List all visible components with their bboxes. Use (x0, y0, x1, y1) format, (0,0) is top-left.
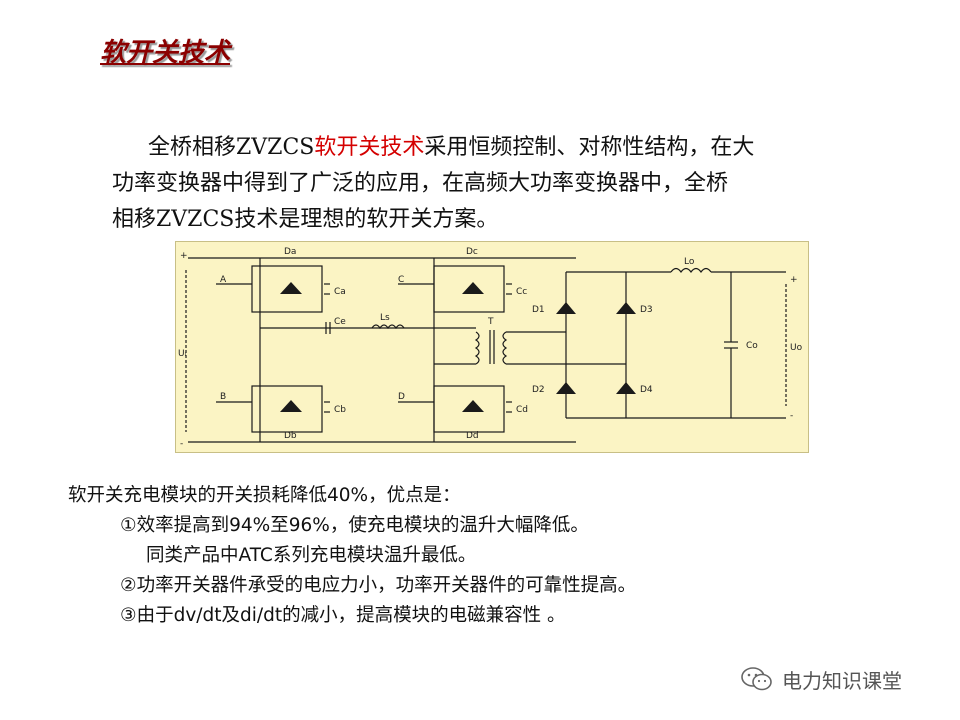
wechat-icon (741, 667, 772, 691)
uo-label: Uo (790, 343, 803, 353)
co-label: Co (746, 341, 758, 351)
diode-d2-icon (556, 382, 576, 394)
switch-d-box (433, 385, 505, 433)
intro-highlight: 软开关技术 (314, 135, 425, 160)
lo-label: Lo (684, 257, 695, 267)
ca-label: Ca (334, 287, 346, 297)
intro-line-3: 相移ZVZCS技术是理想的软开关方案。 (112, 207, 499, 232)
minus-out-label: - (790, 411, 793, 421)
intro-line-1: 全桥相移ZVZCS软开关技术采用恒频控制、对称性结构，在大 (112, 130, 882, 166)
intro-line-1-post: 采用恒频控制、对称性结构，在大 (424, 135, 755, 160)
page-title: 软开关技术 (100, 38, 231, 68)
diode-d3-icon (616, 302, 636, 314)
transformer-secondary (502, 331, 508, 365)
diode-da-icon (280, 282, 302, 294)
advantages-list: 软开关充电模块的开关损耗降低40%，优点是： ①效率提高到94%至96%，使充电… (68, 481, 888, 631)
circuit-diagram: + - Uᵢ A B C D Da Db Dc Dd Ca Cb Cc Cd C… (175, 241, 809, 453)
d1-label: D1 (532, 305, 545, 315)
ls-label: Ls (380, 313, 390, 323)
diode-dc-icon (462, 282, 484, 294)
gate-a-label: A (220, 275, 227, 285)
d4-label: D4 (640, 385, 653, 395)
diode-db-icon (280, 400, 302, 412)
da-label: Da (284, 247, 296, 257)
inductor-ls (371, 324, 405, 330)
cd-label: Cd (516, 405, 528, 415)
gate-c-label: C (398, 275, 404, 285)
diode-dd-icon (462, 400, 484, 412)
cc-label: Cc (516, 287, 527, 297)
d2-label: D2 (532, 385, 545, 395)
t-label: T (487, 317, 494, 327)
plus-in-label: + (180, 251, 188, 261)
db-label: Db (284, 431, 297, 441)
intro-line-1-pre: 全桥相移ZVZCS (148, 135, 315, 160)
diode-d1-icon (556, 302, 576, 314)
switch-a-box (251, 265, 323, 313)
minus-in-label: - (180, 439, 183, 449)
advantage-1: ①效率提高到94%至96%，使充电模块的温升大幅降低。 (120, 515, 589, 536)
diode-d4-icon (616, 382, 636, 394)
d3-label: D3 (640, 305, 653, 315)
gate-d-label: D (398, 392, 405, 402)
inductor-lo (670, 267, 712, 274)
ui-label: Uᵢ (178, 349, 187, 359)
switch-b-box (251, 385, 323, 433)
watermark-text: 电力知识课堂 (782, 668, 902, 693)
watermark: 电力知识课堂 (740, 664, 902, 694)
intro-paragraph: 全桥相移ZVZCS软开关技术采用恒频控制、对称性结构，在大 功率变换器中得到了广… (112, 130, 882, 238)
plus-out-label: + (790, 275, 798, 285)
advantage-1-note: 同类产品中ATC系列充电模块温升最低。 (146, 545, 477, 566)
advantages-heading: 软开关充电模块的开关损耗降低40%，优点是： (68, 485, 461, 506)
cb-label: Cb (334, 405, 346, 415)
dc-label: Dc (466, 247, 478, 257)
transformer-primary (466, 327, 480, 365)
ce-label: Ce (334, 317, 346, 327)
advantage-3: ③由于dv/dt及di/dt的减小，提高模块的电磁兼容性 。 (120, 605, 566, 626)
circuit-svg: + - Uᵢ A B C D Da Db Dc Dd Ca Cb Cc Cd C… (178, 247, 803, 449)
switch-c-box (433, 265, 505, 313)
intro-line-2: 功率变换器中得到了广泛的应用，在高频大功率变换器中，全桥 (112, 171, 729, 196)
advantage-2: ②功率开关器件承受的电应力小，功率开关器件的可靠性提高。 (120, 575, 637, 596)
dd-label: Dd (466, 431, 479, 441)
gate-b-label: B (220, 392, 226, 402)
